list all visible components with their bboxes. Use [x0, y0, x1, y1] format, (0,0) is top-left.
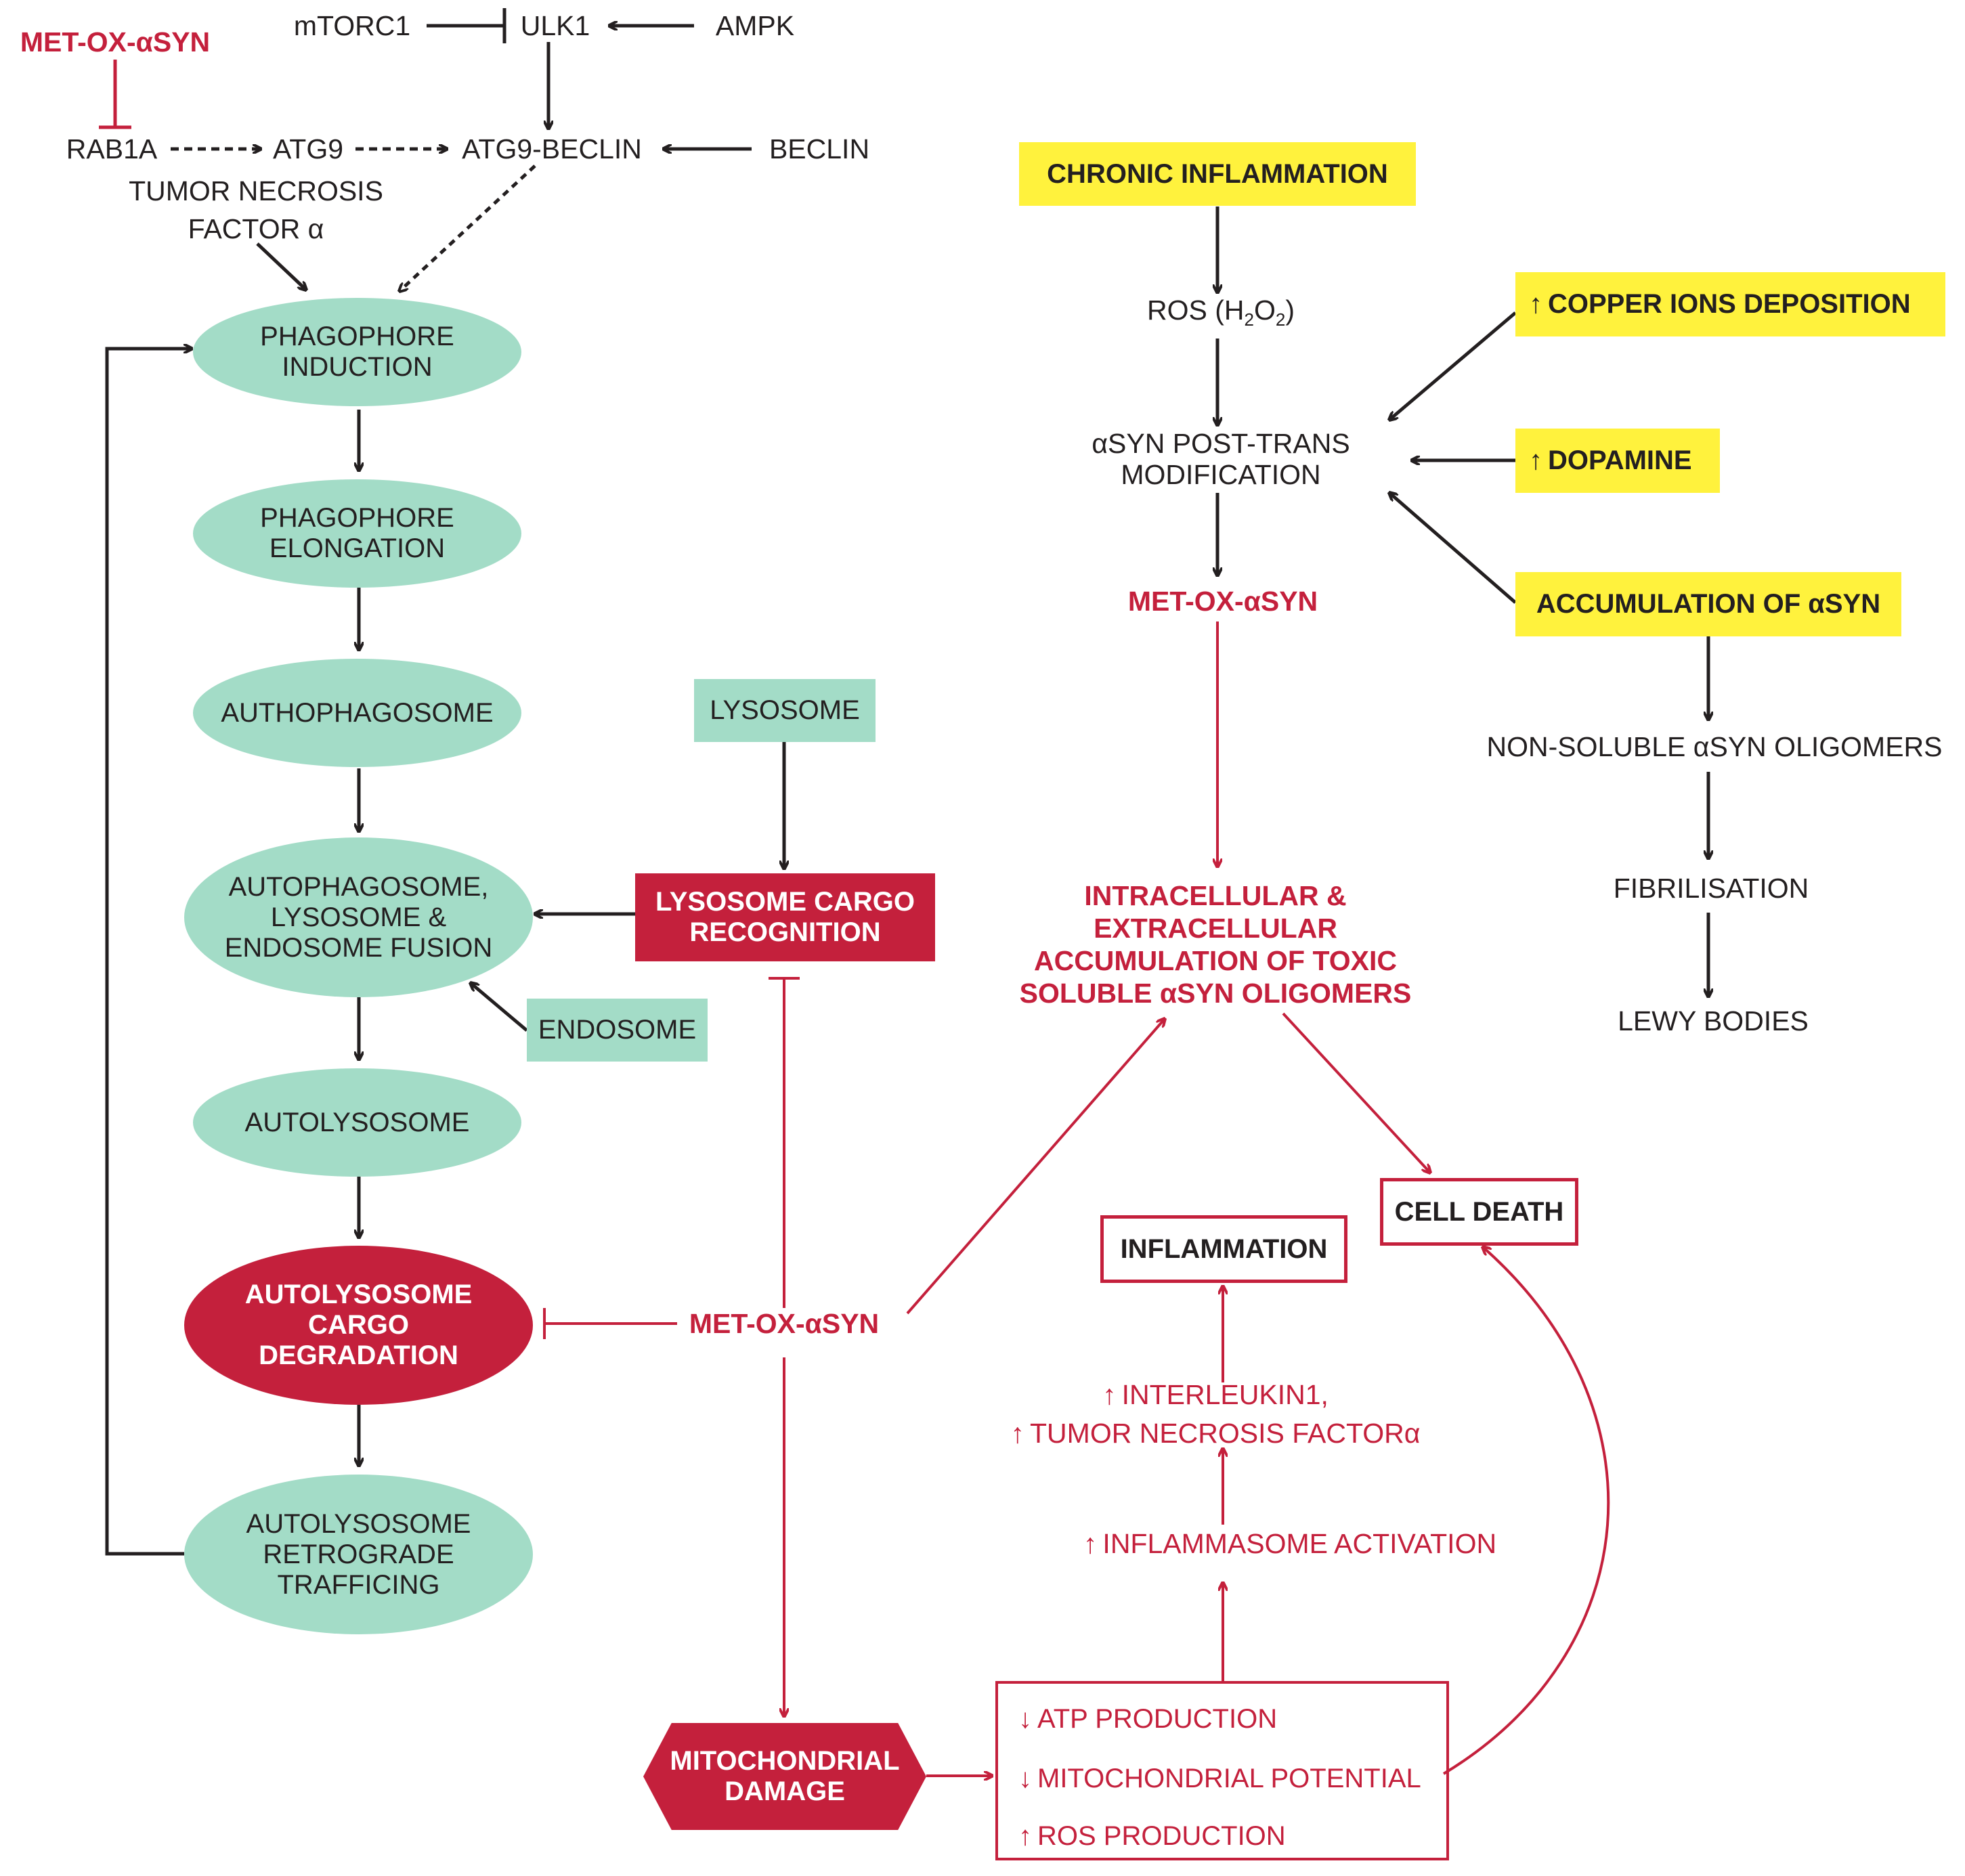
inflammasome-label: ↑INFLAMMASOME ACTIVATION: [1083, 1528, 1497, 1559]
fibrilisation-label: FIBRILISATION: [1613, 873, 1809, 904]
lewy-bodies-label: LEWY BODIES: [1618, 1005, 1809, 1037]
right-red-connectors: [1217, 621, 1610, 1775]
ulk1-label: ULK1: [520, 10, 590, 41]
cell-death-node: CELL DEATH: [1380, 1178, 1578, 1246]
ros-production-item: ↑ROS PRODUCTION: [1018, 1821, 1286, 1851]
met-ox-inhibits-rab1a: [99, 60, 131, 129]
lysosome-cargo-node: LYSOSOME CARGO RECOGNITION: [635, 873, 935, 961]
mito-potential-item: ↓MITOCHONDRIAL POTENTIAL: [1018, 1764, 1421, 1793]
up-arrow-icon: ↑: [1010, 1418, 1025, 1449]
post-trans-label: αSYN POST-TRANS MODIFICATION: [1092, 428, 1350, 490]
tnf-alpha-label: TUMOR NECROSIS FACTOR α: [129, 175, 383, 244]
mitochondrial-effects-box: ↓ATP PRODUCTION ↓MITOCHONDRIAL POTENTIAL…: [995, 1681, 1449, 1860]
accumulation-node: ACCUMULATION OF αSYN: [1515, 572, 1901, 636]
tnf-to-phagophore: [256, 242, 306, 290]
met-ox-asyn-right-label: MET-OX-αSYN: [1127, 586, 1318, 617]
down-arrow-icon: ↓: [1018, 1704, 1032, 1734]
beclin-label: BECLIN: [769, 133, 870, 165]
authophagosome-node: AUTHOPHAGOSOME: [193, 659, 521, 767]
endosome-node: ENDOSOME: [527, 999, 708, 1062]
fusion-node: AUTOPHAGOSOME, LYSOSOME & ENDOSOME FUSIO…: [184, 837, 533, 997]
atg9beclin-to-phagophore: [400, 165, 536, 291]
retrograde-trafficking-node: AUTOLYSOSOME RETROGRADE TRAFFICING: [184, 1475, 533, 1634]
up-arrow-icon: ↑: [1529, 445, 1542, 475]
toxic-oligomers-label: INTRACELLULAR & EXTRACELLULAR ACCUMULATI…: [1019, 880, 1412, 1009]
top-pathway-connectors: [171, 8, 752, 291]
copper-to-posttrans: [1389, 311, 1517, 420]
autophagy-chain-connectors: [105, 349, 784, 1556]
met-ox-asyn-top-label: MET-OX-αSYN: [20, 26, 211, 58]
red-middle-connectors: [543, 977, 1165, 1776]
mitochondrial-damage-node: MITOCHONDRIAL DAMAGE: [643, 1723, 926, 1830]
up-arrow-icon: ↑: [1102, 1379, 1117, 1410]
down-arrow-icon: ↓: [1018, 1764, 1032, 1793]
chronic-inflammation-node: CHRONIC INFLAMMATION: [1019, 142, 1416, 206]
atg9-label: ATG9: [272, 133, 344, 165]
atp-production-item: ↓ATP PRODUCTION: [1018, 1704, 1278, 1734]
accumulation-to-posttrans: [1389, 493, 1517, 604]
ampk-label: AMPK: [715, 10, 795, 41]
atg9-beclin-label: ATG9-BECLIN: [462, 133, 642, 165]
ros-label: ROS (H2O2): [1147, 294, 1295, 330]
inflammation-node: INFLAMMATION: [1100, 1215, 1347, 1283]
autolysosome-node: AUTOLYSOSOME: [193, 1068, 521, 1177]
cargo-degradation-node: AUTOLYSOSOME CARGO DEGRADATION: [184, 1246, 533, 1405]
lysosome-node: LYSOSOME: [694, 679, 876, 742]
met-ox-asyn-mid-label: MET-OX-αSYN: [681, 1308, 888, 1339]
right-black-connectors: [1217, 206, 1708, 997]
interleukin-label: ↑INTERLEUKIN1,: [1102, 1379, 1329, 1410]
phagophore-elongation-node: PHAGOPHORE ELONGATION: [193, 479, 521, 588]
up-arrow-icon: ↑: [1529, 289, 1542, 319]
box-to-celldeath: [1442, 1247, 1610, 1775]
mtorc1-label: mTORC1: [293, 10, 411, 41]
met-ox-to-oligomers: [906, 1019, 1165, 1315]
phagophore-induction-node: PHAGOPHORE INDUCTION: [193, 298, 521, 406]
up-arrow-icon: ↑: [1018, 1821, 1032, 1851]
oligomers-to-celldeath: [1282, 1012, 1430, 1173]
copper-node: ↑COPPER IONS DEPOSITION: [1515, 272, 1945, 336]
up-arrow-icon: ↑: [1083, 1528, 1098, 1559]
endosome-to-fusion: [471, 983, 528, 1032]
dopamine-node: ↑DOPAMINE: [1515, 429, 1720, 493]
non-soluble-label: NON-SOLUBLE αSYN OLIGOMERS: [1486, 731, 1943, 762]
tnf-alpha-red-label: ↑TUMOR NECROSIS FACTORα: [1010, 1418, 1421, 1449]
rab1a-label: RAB1A: [66, 133, 158, 165]
retrograde-loop: [105, 349, 192, 1556]
